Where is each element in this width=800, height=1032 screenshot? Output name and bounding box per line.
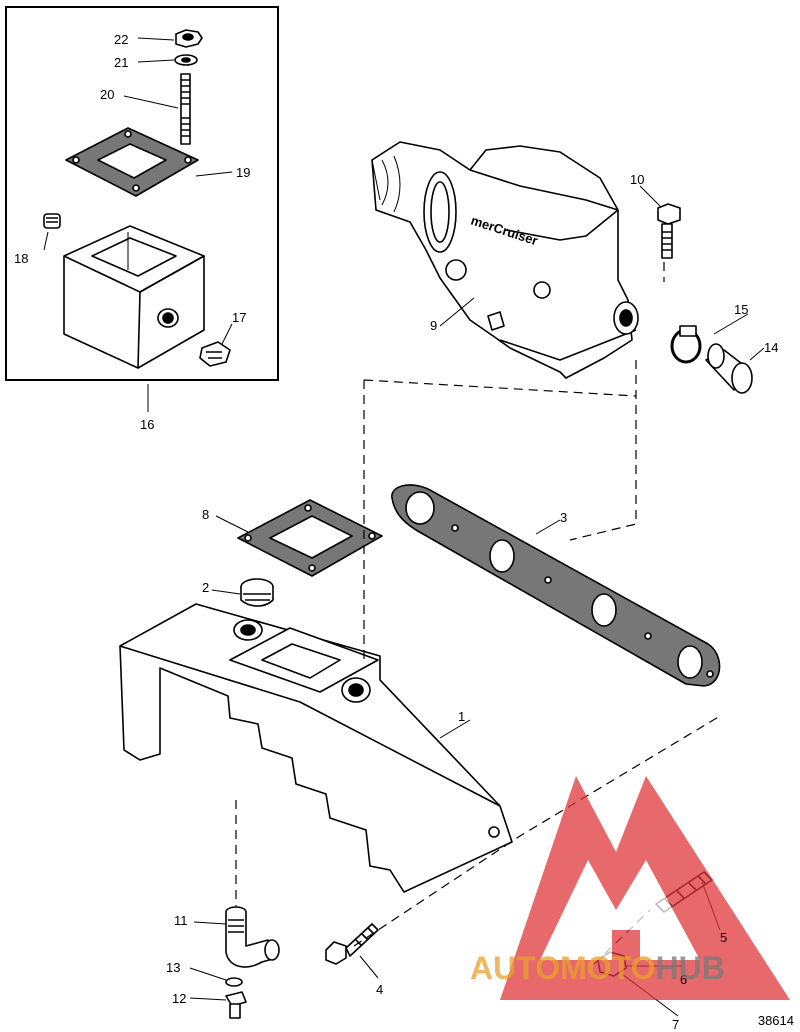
callout-22: 22 [114, 32, 128, 47]
riser-block-part [63, 225, 205, 369]
callout-17: 17 [232, 310, 246, 325]
callout-3: 3 [560, 510, 567, 525]
callout-13: 13 [166, 960, 180, 975]
callout-5: 5 [720, 930, 727, 945]
figure-reference-number: 38614 [757, 1013, 794, 1028]
callout-19: 19 [236, 165, 250, 180]
hose-clamp-part [670, 325, 702, 364]
nut-part [175, 29, 203, 48]
callout-8: 8 [202, 507, 209, 522]
elbow-fitting-part [225, 906, 280, 968]
hose-part [705, 343, 753, 394]
manifold-gasket-part [391, 484, 721, 687]
elbow-bolt-part [657, 203, 681, 259]
stud-part [180, 73, 191, 145]
riser-gasket-part [65, 127, 199, 197]
callout-12: 12 [172, 991, 186, 1006]
o-ring-part [225, 977, 243, 987]
plug-part [43, 213, 61, 229]
exhaust-elbow-part [371, 141, 639, 379]
callout-10: 10 [630, 172, 644, 187]
manifold-plug-part [240, 578, 274, 607]
washer-part [174, 54, 198, 66]
watermark-text-b: HUB [655, 950, 725, 986]
fitting-part [199, 341, 231, 367]
manifold-bolt-part [325, 923, 379, 965]
exhaust-manifold-part [119, 603, 513, 893]
callout-21: 21 [114, 55, 128, 70]
callout-14: 14 [764, 340, 778, 355]
callout-16: 16 [140, 417, 154, 432]
callout-18: 18 [14, 251, 28, 266]
drain-plug-part [225, 991, 247, 1019]
callout-11: 11 [174, 913, 188, 928]
watermark-text: AUTOMOTOHUB [470, 950, 725, 987]
elbow-gasket-part [237, 499, 383, 577]
callout-6: 6 [680, 972, 687, 987]
callout-9: 9 [430, 318, 437, 333]
callout-4: 4 [376, 982, 383, 997]
callout-7: 7 [672, 1017, 679, 1032]
callout-2: 2 [202, 580, 209, 595]
watermark-logo [500, 776, 790, 1000]
inset-box-riser-kit [5, 6, 279, 381]
watermark-text-a: AUTOMOTO [470, 950, 656, 986]
callout-1: 1 [458, 709, 465, 724]
callout-15: 15 [734, 302, 748, 317]
callout-labels: 22 21 20 19 18 17 16 10 9 15 14 8 2 3 1 … [14, 32, 778, 1032]
callout-20: 20 [100, 87, 114, 102]
